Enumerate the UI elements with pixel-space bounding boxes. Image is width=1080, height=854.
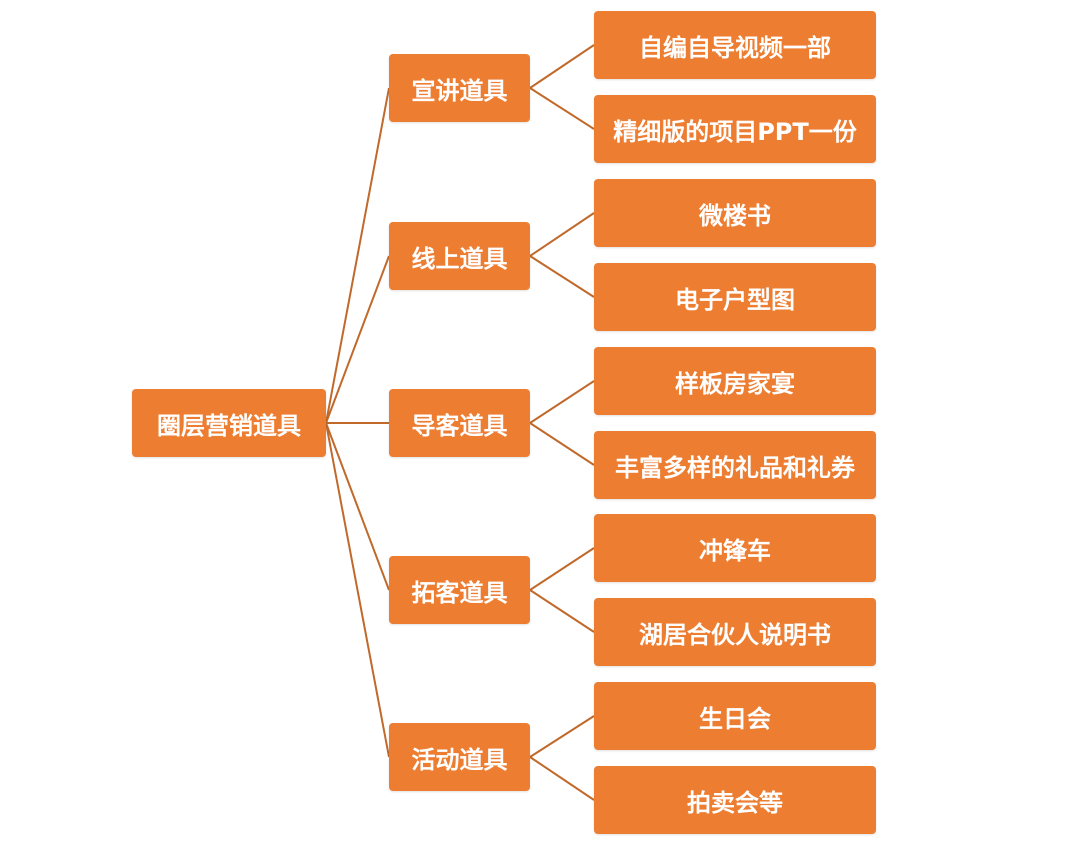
connector-cat3-leaf1 [529,589,595,633]
leaf-label: 冲锋车 [699,536,771,565]
category-node-tuoke: 拓客道具 [389,556,530,624]
connector-cat2-leaf1 [529,422,595,466]
category-node-huodong: 活动道具 [389,723,530,791]
leaf-node: 微楼书 [594,179,876,247]
category-node-xuanjiang: 宣讲道具 [389,54,530,122]
leaf-node: 电子户型图 [594,263,876,331]
connector-cat3-leaf0 [529,547,595,591]
root-node: 圈层营销道具 [132,389,326,457]
connector-cat1-leaf1 [529,255,595,298]
leaf-node: 精细版的项目PPT一份 [594,95,876,163]
leaf-label: 微楼书 [699,201,771,230]
leaf-node: 拍卖会等 [594,766,876,834]
connector-root-cat0 [325,87,390,424]
leaf-node: 丰富多样的礼品和礼券 [594,431,876,499]
connector-root-cat4 [325,422,390,758]
connector-cat0-leaf1 [529,87,595,130]
leaf-label: 拍卖会等 [687,788,783,817]
connector-cat1-leaf0 [529,212,595,257]
connector-root-cat3 [325,422,390,591]
category-label: 线上道具 [411,244,508,273]
category-label: 导客道具 [411,411,508,440]
category-label: 宣讲道具 [411,76,508,105]
category-node-xianshang: 线上道具 [389,222,530,290]
connector-cat4-leaf1 [529,756,595,801]
leaf-label: 样板房家宴 [675,369,795,398]
category-label: 拓客道具 [411,578,508,607]
leaf-node: 湖居合伙人说明书 [594,598,876,666]
connector-cat4-leaf0 [529,715,595,758]
leaf-label: 丰富多样的礼品和礼券 [615,453,855,482]
connector-cat0-leaf0 [529,44,595,89]
category-label: 活动道具 [411,745,508,774]
leaf-label: 生日会 [699,704,771,733]
connector-cat2-leaf0 [529,380,595,424]
connector-root-cat1 [325,255,390,424]
leaf-node: 自编自导视频一部 [594,11,876,79]
leaf-label: 电子户型图 [675,285,795,314]
leaf-node: 样板房家宴 [594,347,876,415]
leaf-label: 自编自导视频一部 [639,33,831,62]
leaf-node: 冲锋车 [594,514,876,582]
category-node-daoke: 导客道具 [389,389,530,457]
root-label: 圈层营销道具 [157,411,301,440]
leaf-label: 湖居合伙人说明书 [639,620,831,649]
leaf-node: 生日会 [594,682,876,750]
leaf-label: 精细版的项目PPT一份 [613,117,857,146]
